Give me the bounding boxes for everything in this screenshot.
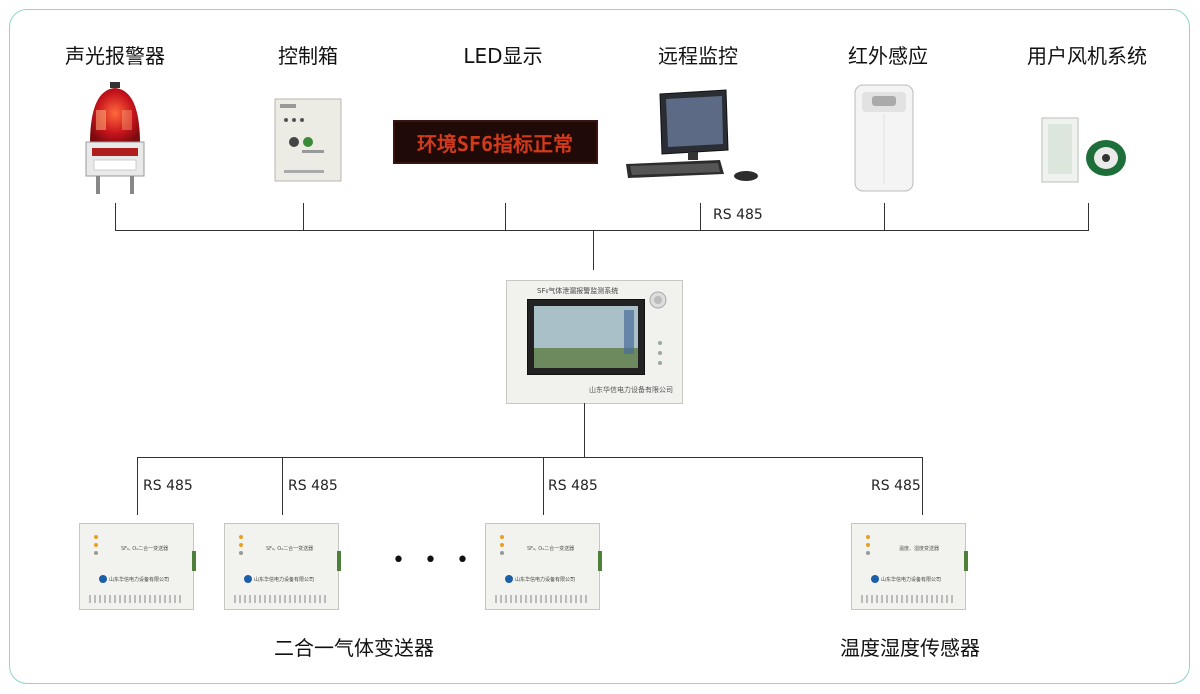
computer-icon bbox=[626, 89, 758, 181]
infrared-sensor-icon bbox=[854, 84, 914, 192]
led-display-icon: 环境SF6指标正常 bbox=[393, 120, 598, 164]
fan-system-icon bbox=[1041, 117, 1126, 183]
connector-controller-bottom bbox=[584, 403, 585, 458]
connector-controller-top bbox=[593, 230, 594, 270]
bottom-bus-line bbox=[137, 457, 923, 458]
transmitter-2-text: SF₆, O₂二合一变送器 bbox=[266, 546, 314, 552]
label-gas-transmitters: 二合一气体变送器 bbox=[274, 636, 434, 660]
transmitter-1-text: SF₆, O₂二合一变送器 bbox=[121, 546, 169, 552]
controller-title: SF₆气体泄漏报警监测系统 bbox=[537, 287, 619, 295]
label-temp-humidity-sensor: 温度湿度传感器 bbox=[840, 636, 980, 660]
label-infrared: 红外感应 bbox=[848, 44, 928, 68]
led-display-text: 环境SF6指标正常 bbox=[417, 132, 573, 156]
transmitter-2-company: 山东华信电力设备有限公司 bbox=[254, 577, 315, 583]
transmitter-4-text: 温度、湿度变送器 bbox=[899, 546, 940, 552]
connector-temp-sensor bbox=[922, 457, 923, 515]
rs485-label-3: RS 485 bbox=[548, 478, 598, 494]
speaker-icon bbox=[649, 291, 667, 309]
connector-infrared bbox=[884, 203, 885, 231]
connector-led bbox=[505, 203, 506, 231]
rs485-label-4: RS 485 bbox=[871, 478, 921, 494]
connector-transmitter-3 bbox=[543, 457, 544, 515]
connector-fan bbox=[1088, 203, 1089, 231]
controller-company: 山东华信电力设备有限公司 bbox=[589, 386, 673, 394]
central-controller: SF₆气体泄漏报警监测系统 山东华信电力设备有限公司 bbox=[506, 280, 683, 404]
transmitter-4-company: 山东华信电力设备有限公司 bbox=[881, 577, 942, 583]
connector-transmitter-2 bbox=[282, 457, 283, 515]
rs485-label-1: RS 485 bbox=[143, 478, 193, 494]
control-box-icon bbox=[274, 98, 342, 182]
connector-control-box bbox=[303, 203, 304, 231]
transmitter-3-company: 山东华信电力设备有限公司 bbox=[515, 577, 576, 583]
label-alarm: 声光报警器 bbox=[65, 44, 165, 68]
controller-screen bbox=[527, 299, 645, 375]
top-bus-line bbox=[115, 230, 1089, 231]
label-remote-monitor: 远程监控 bbox=[658, 44, 738, 68]
rs485-label-top: RS 485 bbox=[713, 207, 763, 223]
connector-alarm bbox=[115, 203, 116, 231]
transmitter-3-text: SF₆, O₂二合一变送器 bbox=[527, 546, 575, 552]
controller-display bbox=[534, 306, 638, 368]
transmitter-1-company: 山东华信电力设备有限公司 bbox=[109, 577, 170, 583]
connector-monitor bbox=[700, 203, 701, 231]
label-control-box: 控制箱 bbox=[278, 44, 338, 68]
label-led-display: LED显示 bbox=[463, 44, 543, 68]
connector-transmitter-1 bbox=[137, 457, 138, 515]
ellipsis: • • • bbox=[392, 548, 475, 573]
alarm-light-icon bbox=[85, 82, 145, 194]
label-fan-system: 用户风机系统 bbox=[1027, 44, 1147, 68]
diagram-frame bbox=[9, 9, 1190, 684]
rs485-label-2: RS 485 bbox=[288, 478, 338, 494]
